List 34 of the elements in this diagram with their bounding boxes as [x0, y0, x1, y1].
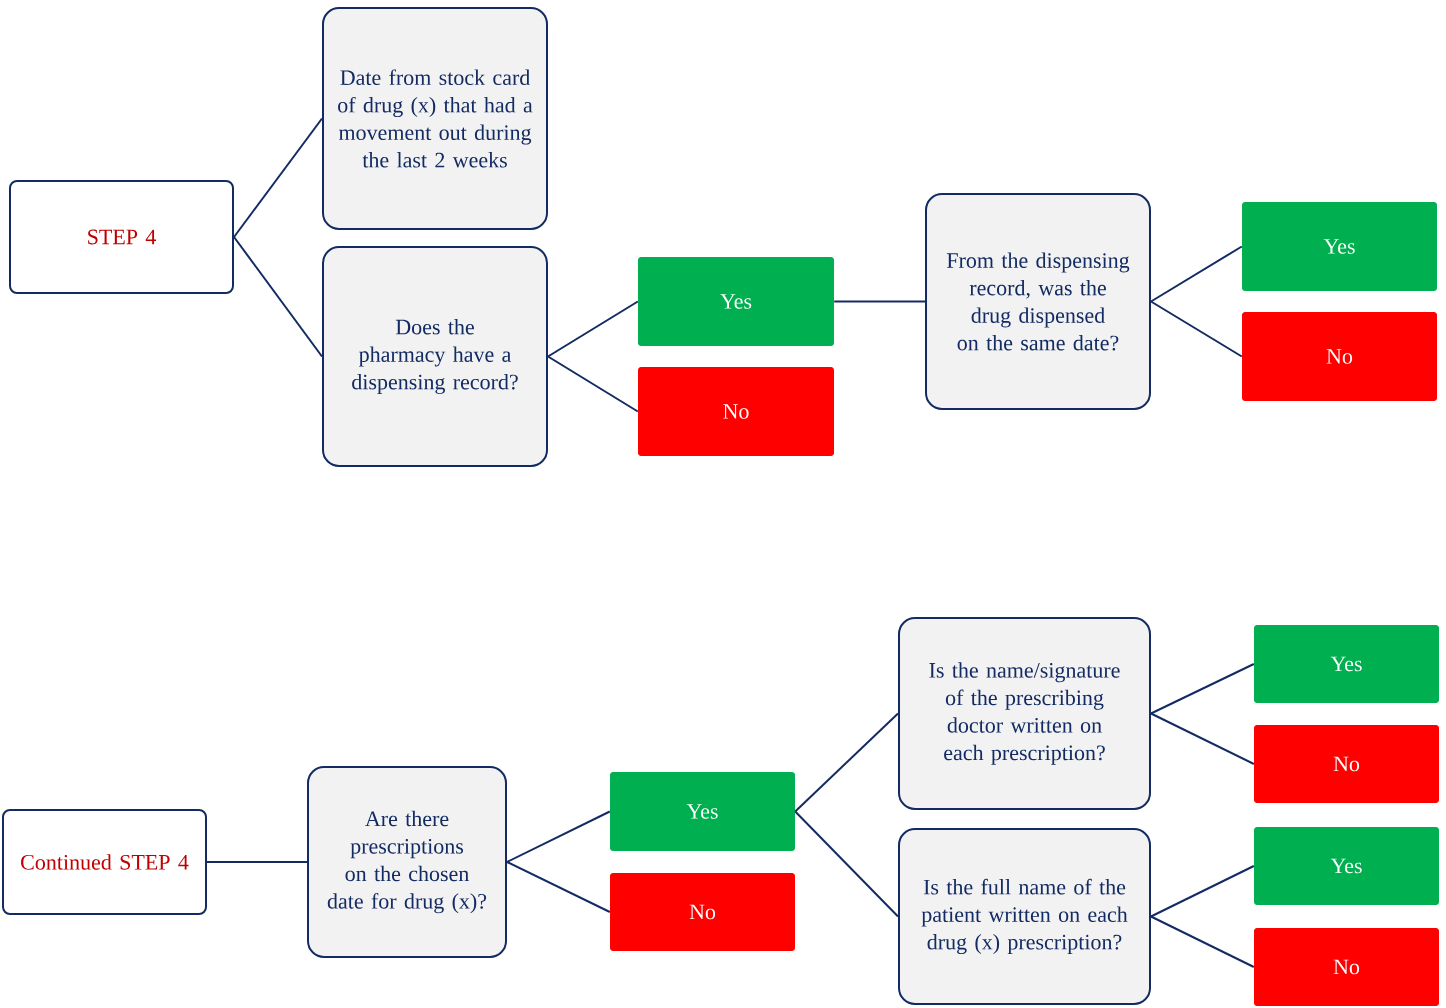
connector-line [794, 712, 899, 813]
connector-line [1150, 245, 1243, 303]
yes-box: Yes [1242, 202, 1437, 291]
question-box: Date from stock card of drug (x) that had a movement out during the last 2 weeks [322, 7, 548, 230]
connector-line [1150, 915, 1255, 968]
question-box: From the dispensing record, was the drug dispensed on the same date? [925, 193, 1151, 410]
connector-line [506, 861, 611, 913]
yes-box: Yes [1254, 827, 1439, 905]
connector-line [547, 355, 639, 413]
question-box: Does the pharmacy have a dispensing record? [322, 246, 548, 467]
connector-line [233, 236, 323, 358]
yes-box: Yes [1254, 625, 1439, 703]
question-box: Is the full name of the patient written on each drug (x) prescription? [898, 828, 1151, 1005]
connector-line [206, 861, 308, 863]
connector-line [1150, 300, 1243, 358]
question-box: Is the name/signature of the prescribing doctor written on each prescription? [898, 617, 1151, 810]
step-box: Continued STEP 4 [2, 809, 207, 915]
connector-line [547, 300, 639, 358]
connector-line [1150, 712, 1255, 765]
no-box: No [1254, 928, 1439, 1006]
no-box: No [638, 367, 834, 456]
connector-line [1150, 663, 1255, 715]
no-box: No [1242, 312, 1437, 401]
connector-line [506, 810, 611, 863]
question-box: Are there prescriptions on the chosen date for drug (x)? [307, 766, 507, 958]
no-box: No [610, 873, 795, 951]
yes-box: Yes [610, 772, 795, 851]
yes-box: Yes [638, 257, 834, 346]
no-box: No [1254, 725, 1439, 803]
connector-line [794, 810, 899, 918]
connector-line [1150, 865, 1255, 918]
connector-line [833, 300, 926, 303]
step-box: STEP 4 [9, 180, 234, 294]
connector-line [233, 117, 323, 238]
